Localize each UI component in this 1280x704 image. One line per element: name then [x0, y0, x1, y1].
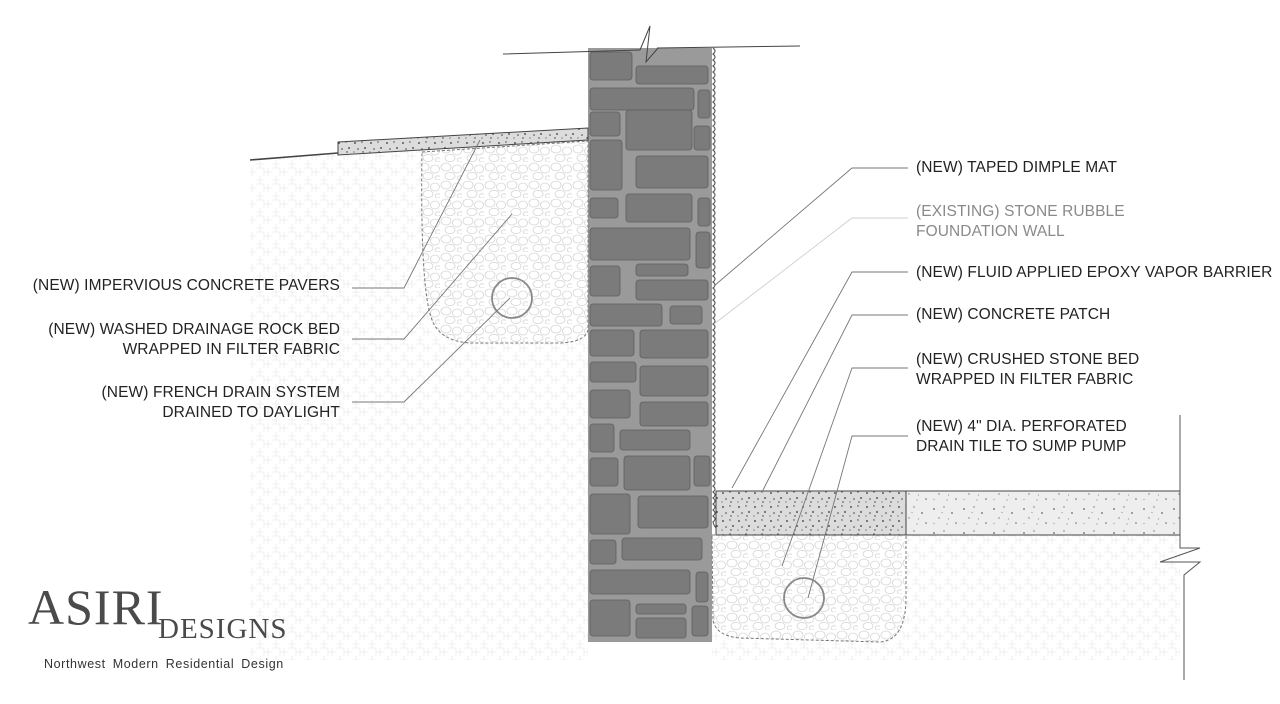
wall-stone	[691, 605, 709, 637]
label-fluid-applied-epoxy-vapor-barrier: (NEW) FLUID APPLIED EPOXY VAPOR BARRIER	[916, 264, 1273, 281]
leader-line	[761, 314, 908, 493]
perforated-drain-tile	[783, 577, 825, 619]
label-impervious-concrete-pavers: (NEW) IMPERVIOUS CONCRETE PAVERS	[32, 277, 340, 294]
wall-stone	[695, 231, 711, 269]
wall-stone	[697, 89, 711, 119]
wall-stone	[589, 493, 631, 535]
taped-dimple-mat	[712, 47, 910, 535]
wall-stone	[697, 197, 711, 227]
leader-line	[352, 213, 513, 340]
brand-logo-subname: DESIGNS	[158, 613, 288, 645]
wall-stone	[639, 365, 709, 397]
leader-line	[713, 167, 908, 287]
wall-stone	[589, 139, 623, 191]
wall-stone	[635, 279, 709, 301]
crushed-stone-bed	[711, 534, 907, 643]
wall-stone	[635, 263, 689, 277]
wall-stone	[621, 537, 703, 561]
wall-stone	[589, 111, 621, 137]
wall-stone	[589, 599, 631, 637]
wall-stone	[639, 329, 709, 359]
wall-stone	[589, 457, 619, 487]
wall-stone	[619, 429, 691, 451]
stone-rubble-foundation-wall	[588, 48, 712, 642]
label-existing-stone-rubble-wall: (EXISTING) STONE RUBBLE FOUNDATION WALL	[916, 203, 1125, 240]
leader-lines	[352, 139, 908, 599]
wall-stone	[589, 87, 695, 111]
label-washed-drainage-rock-bed: (NEW) WASHED DRAINAGE ROCK BED WRAPPED I…	[48, 321, 340, 358]
leader-line	[713, 217, 908, 325]
wall-stone	[589, 227, 691, 261]
wall-stone	[589, 423, 615, 453]
wall-stone	[635, 617, 687, 639]
wall-stone	[589, 539, 617, 565]
wall-stone	[639, 401, 709, 427]
impervious-concrete-pavers	[337, 127, 589, 156]
wall-stone	[589, 51, 633, 81]
label-crushed-stone-bed: (NEW) CRUSHED STONE BED WRAPPED IN FILTE…	[916, 351, 1140, 388]
existing-floor-slab	[905, 490, 1181, 536]
wall-stone	[625, 109, 693, 151]
wall-stone	[695, 571, 709, 603]
washed-drainage-rock-bed	[421, 140, 589, 344]
wall-stone	[669, 305, 703, 325]
slab-break-line	[1159, 415, 1202, 680]
brand-tagline: Northwest Modern Residential Design	[44, 657, 284, 671]
leader-line	[731, 271, 908, 489]
label-taped-dimple-mat: (NEW) TAPED DIMPLE MAT	[916, 159, 1118, 176]
wall-stone	[589, 569, 691, 595]
label-french-drain-system: (NEW) FRENCH DRAIN SYSTEM DRAINED TO DAY…	[101, 384, 340, 421]
wall-stone	[589, 265, 621, 297]
label-concrete-patch: (NEW) CONCRETE PATCH	[916, 306, 1111, 323]
wall-stone	[589, 361, 637, 383]
wall-stone	[625, 193, 693, 223]
wall-stone	[623, 455, 691, 491]
grade-lines	[249, 25, 801, 161]
wall-stone	[589, 329, 635, 357]
wall-stone	[693, 125, 711, 151]
leader-line	[352, 297, 511, 403]
wall-stone	[589, 303, 663, 327]
leader-line	[781, 367, 908, 567]
wall-stone	[637, 495, 709, 529]
leader-line	[352, 139, 481, 289]
wall-stone	[635, 155, 709, 189]
leader-line	[807, 435, 908, 599]
wall-stone	[693, 455, 711, 487]
french-drain-pipe	[491, 277, 533, 319]
brand-logo-name: ASIRI	[28, 579, 164, 635]
wall-stone	[635, 603, 687, 615]
concrete-patch	[715, 490, 907, 536]
label-perforated-drain-tile: (NEW) 4" DIA. PERFORATED DRAIN TILE TO S…	[916, 418, 1127, 455]
wall-stone	[589, 389, 631, 419]
wall-stone	[635, 65, 709, 85]
wall-stone	[589, 197, 619, 219]
